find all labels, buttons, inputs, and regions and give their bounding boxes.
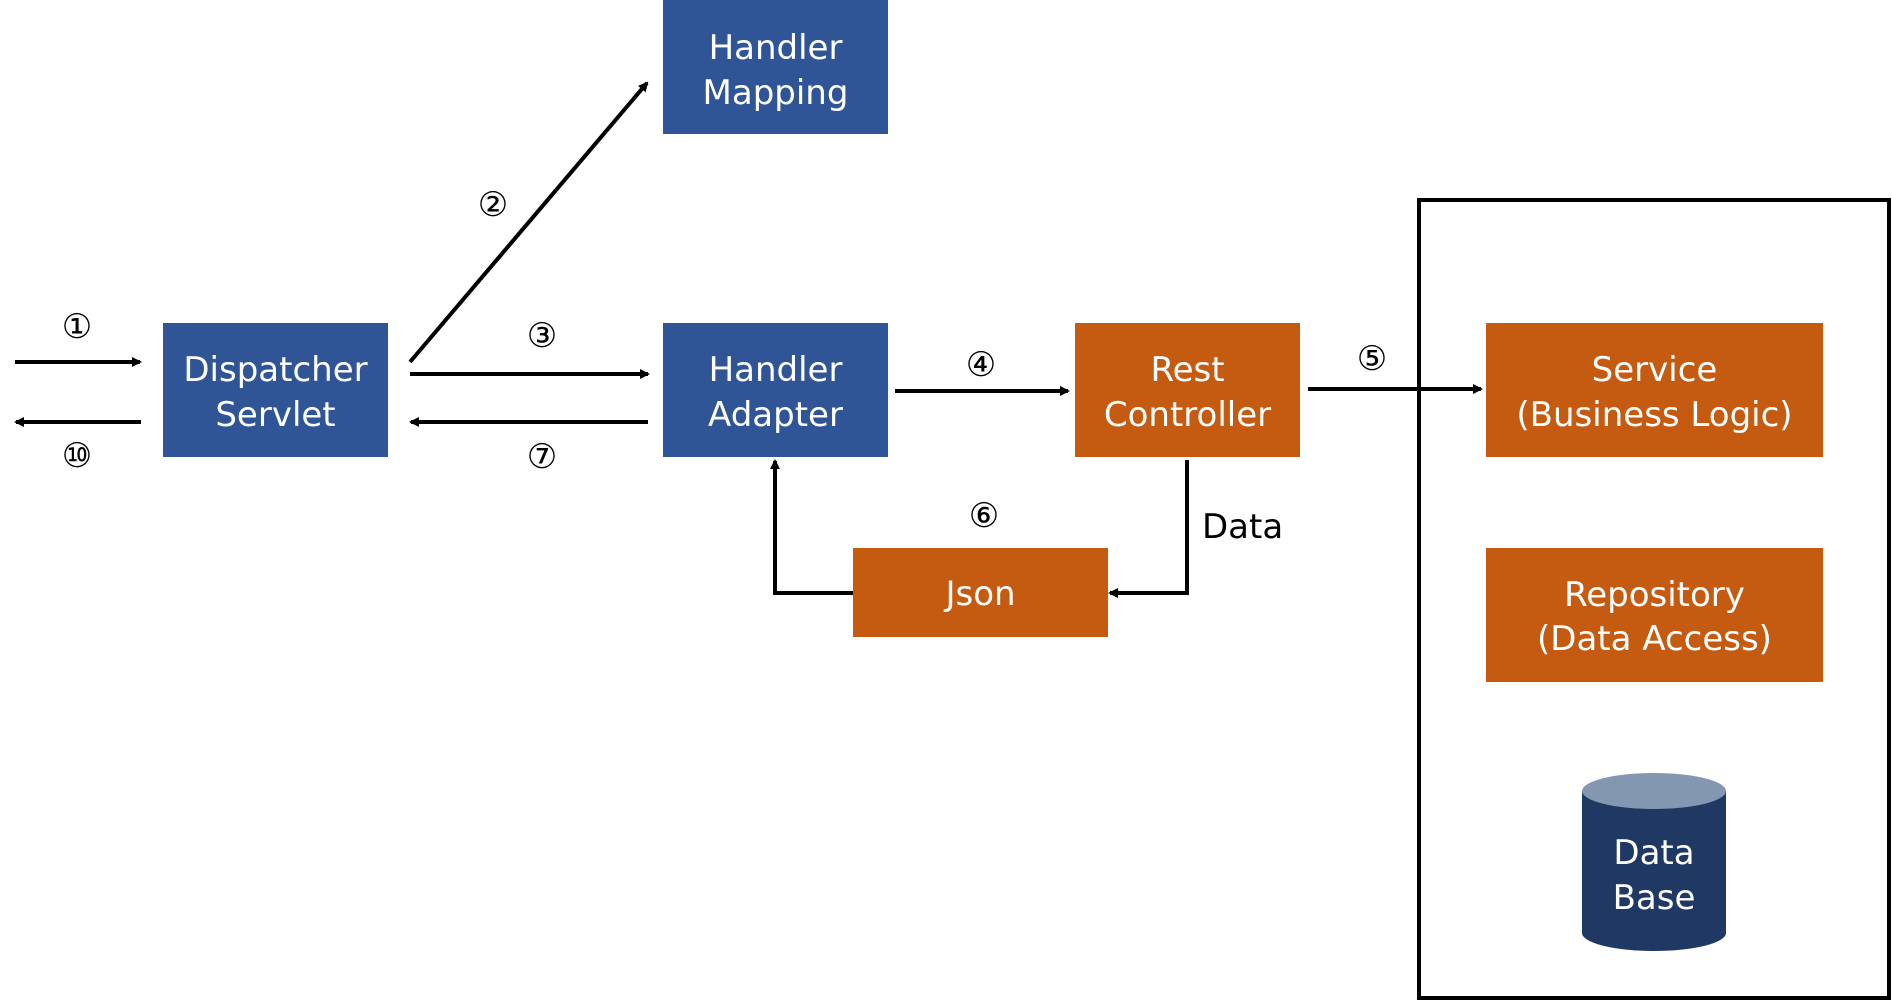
handler-adapter-node: Handler Adapter	[663, 323, 888, 457]
service-box	[1486, 323, 1823, 457]
json-label: Json	[943, 574, 1015, 614]
handler-adapter-line2: Adapter	[708, 395, 843, 435]
handler-adapter-line1: Handler	[709, 350, 843, 390]
database-cylinder-top	[1582, 773, 1726, 809]
dispatcher-servlet-box	[163, 323, 388, 457]
arrow-step-6-json-to-adapter	[770, 459, 853, 595]
step-6-label: ⑥	[969, 496, 999, 536]
database-line2: Base	[1613, 878, 1696, 918]
service-line2: (Business Logic)	[1516, 395, 1792, 435]
json-box	[853, 548, 1108, 637]
backend-container	[1417, 198, 1891, 1000]
step-3-label: ③	[527, 316, 557, 356]
handler-mapping-line2: Mapping	[703, 73, 849, 113]
dispatcher-servlet-line1: Dispatcher	[183, 350, 367, 390]
step-2-label: ②	[478, 185, 508, 225]
repository-line2: (Data Access)	[1537, 619, 1772, 659]
step-10-label: ⑩	[62, 436, 92, 476]
rest-controller-node: Rest Controller	[1075, 323, 1300, 457]
repository-line1: Repository	[1564, 575, 1745, 615]
rest-controller-line1: Rest	[1150, 350, 1224, 390]
database-cylinder-body	[1582, 791, 1726, 951]
data-edge-label: Data	[1202, 507, 1283, 547]
step-1-label: ①	[62, 307, 92, 347]
handler-mapping-node: Handler Mapping	[663, 0, 888, 134]
service-node: Service (Business Logic)	[1486, 323, 1823, 457]
json-node: Json	[853, 548, 1108, 637]
arrow-data-to-json	[1108, 460, 1189, 598]
dispatcher-servlet-node: Dispatcher Servlet	[163, 323, 388, 457]
handler-mapping-box	[663, 0, 888, 134]
database-node: Data Base	[1582, 773, 1726, 951]
handler-adapter-box	[663, 323, 888, 457]
rest-controller-box	[1075, 323, 1300, 457]
dispatcher-servlet-line2: Servlet	[215, 395, 335, 435]
rest-controller-line2: Controller	[1104, 395, 1271, 435]
step-5-label: ⑤	[1357, 339, 1387, 379]
step-4-label: ④	[966, 345, 996, 385]
repository-node: Repository (Data Access)	[1486, 548, 1823, 682]
step-7-label: ⑦	[527, 437, 557, 477]
database-line1: Data	[1613, 833, 1694, 873]
repository-box	[1486, 548, 1823, 682]
handler-mapping-line1: Handler	[709, 28, 843, 68]
arrow-step-2-to-handler-mapping	[408, 81, 649, 364]
service-line1: Service	[1592, 350, 1718, 390]
